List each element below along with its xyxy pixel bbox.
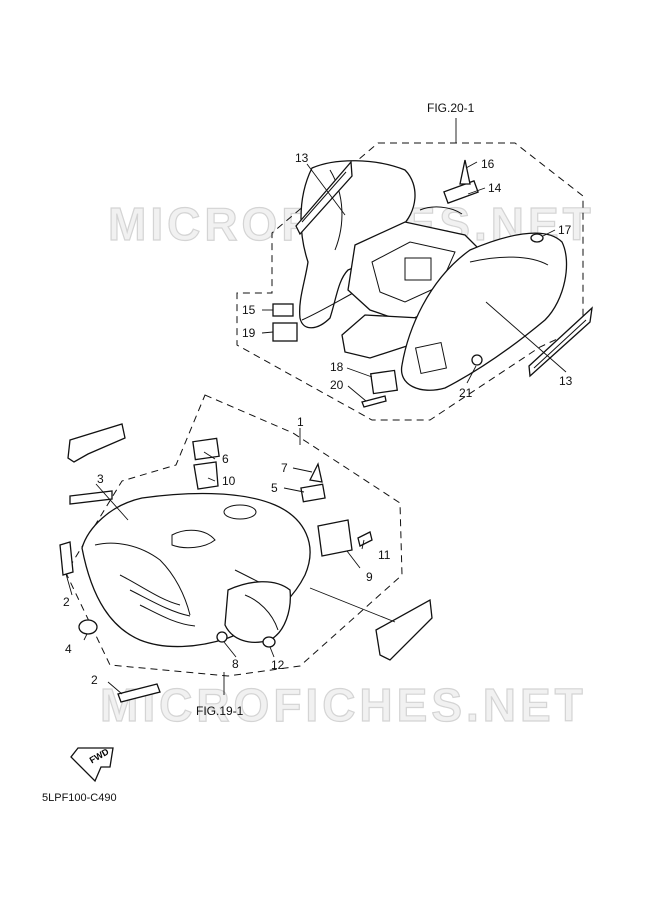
decal-2-upper bbox=[59, 541, 74, 576]
part-10-label bbox=[193, 461, 219, 490]
part-15-reflector bbox=[272, 303, 294, 317]
rear-fender-left-lip bbox=[301, 291, 356, 321]
callout-5: 5 bbox=[271, 481, 278, 495]
front-fender-vent-2 bbox=[129, 589, 191, 617]
leader-7 bbox=[292, 467, 313, 473]
front-fender-fuel-recess bbox=[223, 504, 257, 520]
callout-12: 12 bbox=[271, 658, 285, 672]
decal-13-left bbox=[295, 160, 353, 236]
decal-yamaha-right bbox=[375, 598, 433, 661]
leader-14 bbox=[467, 187, 486, 195]
leader-3 bbox=[95, 483, 129, 521]
callout-14: 14 bbox=[488, 181, 502, 195]
fig-ref-bottom: FIG.19-1 bbox=[196, 704, 244, 718]
front-fender-contour-left bbox=[94, 542, 191, 616]
rear-fender-left-contour bbox=[329, 169, 343, 251]
callout-18: 18 bbox=[330, 360, 344, 374]
front-fender-vent-1 bbox=[119, 574, 181, 606]
leader-9 bbox=[346, 550, 361, 569]
part-19-reflector bbox=[272, 322, 298, 342]
part-20-screw bbox=[361, 395, 387, 408]
rear-fender-emblem-arc bbox=[419, 206, 463, 215]
leader-18 bbox=[346, 367, 373, 378]
front-fender-group bbox=[59, 394, 433, 703]
part-7-clip bbox=[309, 462, 323, 483]
part-6-label bbox=[192, 437, 220, 461]
callout-2a: 2 bbox=[63, 595, 70, 609]
callout-9: 9 bbox=[366, 570, 373, 584]
decal-2-lower bbox=[117, 683, 161, 703]
callout-8: 8 bbox=[232, 657, 239, 671]
part-16-clip bbox=[459, 159, 471, 185]
leader-13b bbox=[485, 301, 567, 373]
callout-17: 17 bbox=[558, 223, 572, 237]
callout-19: 19 bbox=[242, 326, 256, 340]
rear-fender-battery-box bbox=[404, 257, 432, 281]
fwd-arrow-icon bbox=[70, 747, 114, 783]
leader-11 bbox=[361, 539, 365, 550]
part-4-cap bbox=[78, 619, 98, 635]
rear-fender-right-contour bbox=[469, 256, 549, 266]
callout-11: 11 bbox=[378, 548, 391, 562]
diagram-code: 5LPF100-C490 bbox=[42, 792, 117, 804]
leader-20 bbox=[347, 385, 367, 402]
part-17-grommet bbox=[530, 233, 544, 243]
decal-side-stripe-left bbox=[67, 423, 126, 463]
callout-3: 3 bbox=[97, 472, 104, 486]
fig-ref-top: FIG.20-1 bbox=[427, 101, 475, 115]
callout-7: 7 bbox=[281, 461, 288, 475]
callout-16: 16 bbox=[481, 157, 495, 171]
rear-fender-boundary bbox=[236, 142, 584, 421]
decal-13-right-stripe bbox=[533, 319, 587, 369]
callout-15: 15 bbox=[242, 303, 256, 317]
decal-13-right bbox=[528, 306, 593, 378]
fwd-arrow: FWD bbox=[70, 746, 114, 783]
part-9-plate bbox=[317, 519, 353, 557]
leader-13a bbox=[306, 163, 346, 216]
callout-21: 21 bbox=[459, 386, 473, 400]
front-fender-boundary bbox=[65, 394, 403, 677]
leader-8 bbox=[223, 641, 237, 658]
leader-6 bbox=[203, 451, 216, 460]
callout-13a: 13 bbox=[295, 151, 309, 165]
callout-2b: 2 bbox=[91, 673, 98, 687]
part-12-grommet bbox=[262, 636, 276, 648]
leader-12 bbox=[269, 646, 275, 658]
leader-2b bbox=[107, 681, 123, 695]
leader-4 bbox=[83, 633, 88, 641]
front-side-panel bbox=[224, 581, 291, 643]
leader-19 bbox=[261, 331, 274, 334]
leader-5 bbox=[283, 487, 305, 493]
part-21-nut bbox=[471, 354, 483, 366]
part-5-plate bbox=[300, 483, 326, 503]
callout-10: 10 bbox=[222, 474, 236, 488]
part-14-label bbox=[443, 180, 479, 204]
decal-13-left-stripe bbox=[301, 171, 347, 223]
leader-17 bbox=[542, 229, 556, 237]
part-18-plate bbox=[369, 369, 399, 395]
leader-10 bbox=[207, 477, 216, 482]
leader-yamaha bbox=[309, 587, 396, 623]
front-fender-vent-3 bbox=[139, 604, 196, 627]
part-11-screw bbox=[357, 531, 373, 547]
rear-fender-group bbox=[236, 142, 593, 421]
callout-4: 4 bbox=[65, 642, 72, 656]
rear-fender-reflector-panel bbox=[414, 341, 448, 375]
leader-2a bbox=[65, 573, 73, 596]
callout-6: 6 bbox=[222, 452, 229, 466]
front-fender-handle-recess bbox=[171, 529, 216, 549]
decal-3 bbox=[69, 490, 113, 505]
leader-16 bbox=[465, 161, 478, 169]
part-8-nut bbox=[216, 631, 228, 643]
leader-21 bbox=[466, 365, 477, 384]
watermark-bottom: MICROFICHES.NET bbox=[100, 679, 587, 731]
front-side-panel-rib bbox=[244, 594, 279, 631]
callout-20: 20 bbox=[330, 378, 344, 392]
callout-13b: 13 bbox=[559, 374, 573, 388]
callout-1: 1 bbox=[297, 415, 304, 429]
